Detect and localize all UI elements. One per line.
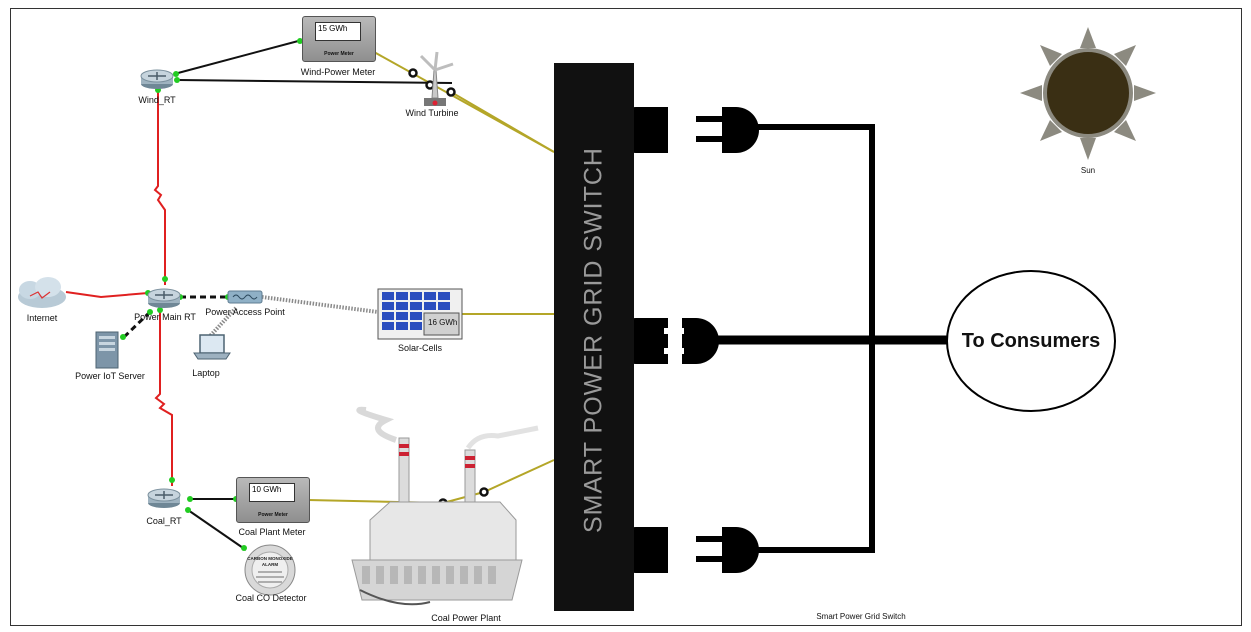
consumers-node[interactable]: To Consumers [946, 270, 1116, 412]
laptop-label: Laptop [192, 368, 220, 378]
co-detector-text-1: CARBON MONOXIDE [247, 556, 293, 561]
port-dot [187, 496, 193, 502]
cloud-icon[interactable] [18, 277, 66, 308]
coal-meter-reading: 10 GWh [249, 483, 295, 502]
wind-rt-turbine-link [177, 79, 453, 84]
wind-meter-caption: Power Meter [324, 51, 354, 57]
solar-meter-reading: 16 GWh [428, 318, 458, 327]
plug-icon [696, 107, 760, 153]
wind-turbine-grid-link [450, 91, 555, 153]
smart-grid-caption: Smart Power Grid Switch [816, 612, 906, 621]
port-dot [157, 307, 163, 313]
internet-label: Internet [26, 313, 58, 323]
factory-icon[interactable] [351, 406, 539, 606]
ap-laptop-wireless [208, 306, 238, 338]
plug-icon [696, 527, 760, 573]
port-dot [241, 545, 247, 551]
solar-panel-icon[interactable] [377, 288, 463, 340]
coal-co-detector-label: Coal CO Detector [235, 593, 307, 603]
main-rt-server-link [121, 310, 152, 340]
access-point-icon[interactable] [227, 290, 263, 304]
connector-dot [408, 68, 418, 78]
port-dot [147, 309, 153, 315]
link-connectors [408, 68, 489, 508]
internet-main-link [65, 291, 149, 299]
wireless-links [208, 295, 379, 338]
sun-icon [1020, 27, 1156, 160]
wind-turbine-label: Wind Turbine [405, 108, 459, 118]
smart-grid-switch-title: SMART POWER GRID SWITCH [579, 147, 608, 533]
port-dot [120, 334, 126, 340]
coal-plant-meter-label: Coal Plant Meter [238, 527, 306, 537]
wind-main-link [153, 90, 166, 285]
coal-plant-meter[interactable]: 10 GWh Power Meter [236, 477, 310, 523]
connector-dot [479, 487, 489, 497]
connector-dot [446, 87, 456, 97]
router-icon[interactable] [147, 288, 181, 308]
coal-rt-detector-link [187, 509, 247, 551]
port-dot [297, 38, 303, 44]
wind-rt-meter-link [177, 39, 303, 74]
coal-power-plant-label: Coal Power Plant [431, 613, 501, 623]
port-dot [162, 276, 168, 282]
wind-meter-label: Wind-Power Meter [300, 67, 376, 77]
wind-power-meter[interactable]: 15 GWh Power Meter [302, 16, 376, 62]
router-icon[interactable] [140, 69, 174, 89]
coal-meter-caption: Power Meter [258, 512, 288, 518]
wind-turbine-icon[interactable] [419, 51, 454, 106]
port-dot [169, 477, 175, 483]
coal-plant-grid-link [442, 459, 555, 504]
power-iot-server-label: Power IoT Server [75, 371, 145, 381]
grid-links [307, 51, 555, 504]
laptop-icon[interactable] [193, 334, 231, 360]
co-detector-text-2: ALARM [262, 562, 278, 567]
network-links [65, 90, 173, 486]
consumer-wiring [613, 107, 948, 573]
diagram-frame [10, 8, 1242, 626]
port-dot [173, 71, 179, 77]
main-coal-link [154, 310, 173, 486]
data-links [177, 39, 453, 551]
coal-rt-label: Coal_RT [146, 516, 182, 526]
port-dot [174, 77, 180, 83]
ap-solar-wireless [261, 295, 379, 314]
server-icon[interactable] [95, 331, 119, 369]
port-indicators [120, 38, 303, 551]
sun-label: Sun [1080, 166, 1096, 175]
power-access-point-label: Power Access Point [205, 307, 285, 317]
co-detector-icon[interactable]: CARBON MONOXIDE ALARM [244, 544, 296, 596]
solar-cells-label: Solar-Cells [397, 343, 443, 353]
wind-meter-reading: 15 GWh [315, 22, 361, 41]
dashed-links [121, 295, 228, 340]
plug-icon [664, 318, 719, 364]
consumers-label: To Consumers [961, 329, 1101, 352]
port-dot [185, 507, 191, 513]
power-main-rt-label: Power Main RT [134, 312, 196, 322]
smart-grid-switch[interactable] [554, 63, 634, 611]
router-icon[interactable] [147, 488, 181, 508]
wind-rt-label: Wind_RT [138, 95, 176, 105]
